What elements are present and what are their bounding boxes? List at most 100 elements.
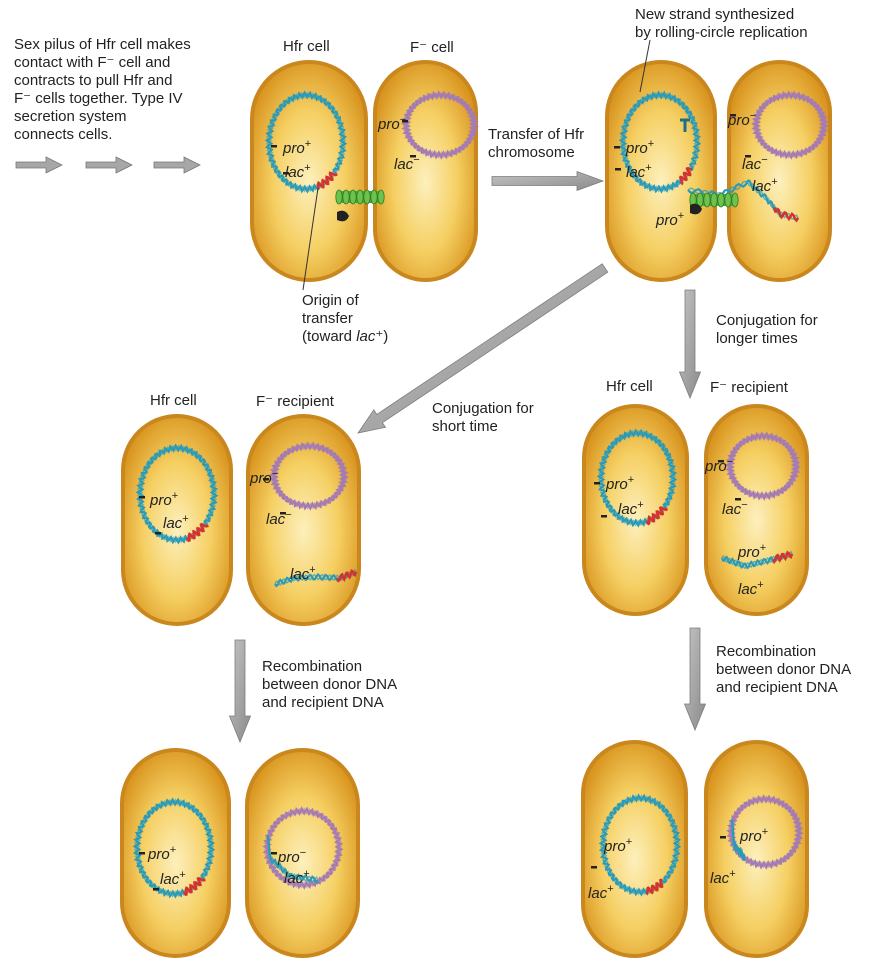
gene-sup: + xyxy=(179,869,185,881)
gene-lac-plus: lac+ xyxy=(588,881,614,902)
gene-pro-plus: pro+ xyxy=(626,136,654,157)
gene-text: lac xyxy=(618,501,637,518)
gene-marker xyxy=(601,515,607,518)
gene-pro-plus: pro+ xyxy=(150,488,178,509)
gene-pro-minus: pro− xyxy=(250,466,278,487)
gene-lac-plus: lac+ xyxy=(618,497,644,518)
gene-lac-minus: lac− xyxy=(722,497,748,518)
gene-marker xyxy=(594,482,600,485)
gene-text: lac xyxy=(752,178,771,195)
gene-sup: + xyxy=(305,138,311,150)
gene-text: lac xyxy=(394,156,413,173)
gene-lac-plus: lac+ xyxy=(290,562,316,583)
gene-text: lac xyxy=(163,515,182,532)
gene-text: pro xyxy=(250,470,272,487)
gene-lac-plus: lac+ xyxy=(160,867,186,888)
gene-text: pro xyxy=(656,212,678,229)
conj-long-caption: Conjugation for longer times xyxy=(716,312,866,348)
new-strand-caption: New strand synthesized by rolling-circle… xyxy=(635,6,865,42)
gene-pro-minus: pro− xyxy=(278,845,306,866)
title-frecipient-left: F⁻ recipient xyxy=(256,392,334,410)
fminus-cell-top xyxy=(373,60,478,282)
gene-sup: + xyxy=(628,474,634,486)
gene-pro-minus: pro− xyxy=(705,454,733,475)
gene-text: lac xyxy=(285,164,304,181)
gene-lac-minus: lac− xyxy=(266,507,292,528)
recomb-caption-left: Recombination between donor DNA and reci… xyxy=(262,658,452,712)
gene-marker xyxy=(271,852,277,855)
gene-marker xyxy=(139,496,145,499)
gene-sup: + xyxy=(645,162,651,174)
gene-sup: + xyxy=(757,579,763,591)
gene-sup: + xyxy=(762,826,768,838)
gene-text: lac xyxy=(588,885,607,902)
gene-lac-minus: lac− xyxy=(742,152,768,173)
gene-lac-plus: lac+ xyxy=(738,577,764,598)
gene-text: pro xyxy=(278,849,300,866)
gene-pro-plus: pro+ xyxy=(740,824,768,845)
gene-sup: − xyxy=(741,499,747,511)
recombination-arrow-right xyxy=(685,628,706,730)
recombination-arrow-left xyxy=(230,640,251,742)
gene-text: lac xyxy=(290,566,309,583)
gene-sup: + xyxy=(303,868,309,880)
title-frecipient-right: F⁻ recipient xyxy=(710,378,788,396)
gene-text: pro xyxy=(150,492,172,509)
gene-text: lac xyxy=(738,581,757,598)
gene-text: pro xyxy=(728,112,750,129)
gene-pro-minus: pro− xyxy=(728,108,756,129)
gene-text: pro xyxy=(626,140,648,157)
gene-pro-plus: pro+ xyxy=(148,842,176,863)
intro-arrow-1 xyxy=(16,157,62,173)
gene-text: pro xyxy=(148,846,170,863)
gene-lac-plus: lac+ xyxy=(752,174,778,195)
gene-marker xyxy=(591,866,597,869)
gene-pro-plus: pro+ xyxy=(738,540,766,561)
gene-sup: + xyxy=(172,490,178,502)
gene-sup: − xyxy=(285,509,291,521)
gene-lac-plus: lac+ xyxy=(163,511,189,532)
title-hfr-left: Hfr cell xyxy=(150,392,197,409)
gene-lac-plus: lac+ xyxy=(284,866,310,887)
origin-caption-tail: ⁺) xyxy=(375,328,388,345)
pilus-connector-top xyxy=(336,190,384,204)
title-hfr-right: Hfr cell xyxy=(606,378,653,395)
gene-sup: + xyxy=(648,138,654,150)
gene-pro-plus: pro+ xyxy=(656,208,684,229)
gene-text: lac xyxy=(742,156,761,173)
transfer-arrow xyxy=(492,172,603,191)
gene-marker xyxy=(720,836,726,839)
gene-sup: + xyxy=(771,176,777,188)
gene-sup: − xyxy=(400,114,406,126)
recomb-caption-right: Recombination between donor DNA and reci… xyxy=(716,643,876,697)
gene-marker xyxy=(139,852,145,855)
intro-arrow-2 xyxy=(86,157,132,173)
gene-text: lac xyxy=(626,164,645,181)
gene-marker xyxy=(271,145,277,148)
gene-pro-plus: pro+ xyxy=(606,472,634,493)
gene-text: lac xyxy=(284,870,303,887)
gene-sup: − xyxy=(727,456,733,468)
gene-sup: + xyxy=(182,513,188,525)
gene-lac-plus: lac+ xyxy=(710,866,736,887)
long-time-arrow xyxy=(680,290,701,398)
gene-sup: + xyxy=(309,564,315,576)
gene-pro-plus: pro+ xyxy=(604,834,632,855)
gene-marker xyxy=(153,888,159,891)
origin-caption-gene: lac xyxy=(356,328,375,345)
gene-marker xyxy=(155,532,161,535)
gene-text: lac xyxy=(160,871,179,888)
origin-caption: Origin of transfer (toward lac⁺) xyxy=(302,292,442,346)
gene-lac-plus: lac+ xyxy=(285,160,311,181)
gene-sup: + xyxy=(729,868,735,880)
gene-marker xyxy=(615,168,621,171)
origin-caption-text: Origin of transfer (toward xyxy=(302,292,359,345)
intro-arrow-3 xyxy=(154,157,200,173)
gene-text: pro xyxy=(738,544,760,561)
gene-sup: + xyxy=(607,883,613,895)
gene-text: pro xyxy=(604,838,626,855)
gene-sup: + xyxy=(170,844,176,856)
gene-text: pro xyxy=(606,476,628,493)
gene-sup: − xyxy=(750,110,756,122)
gene-lac-plus: lac+ xyxy=(626,160,652,181)
